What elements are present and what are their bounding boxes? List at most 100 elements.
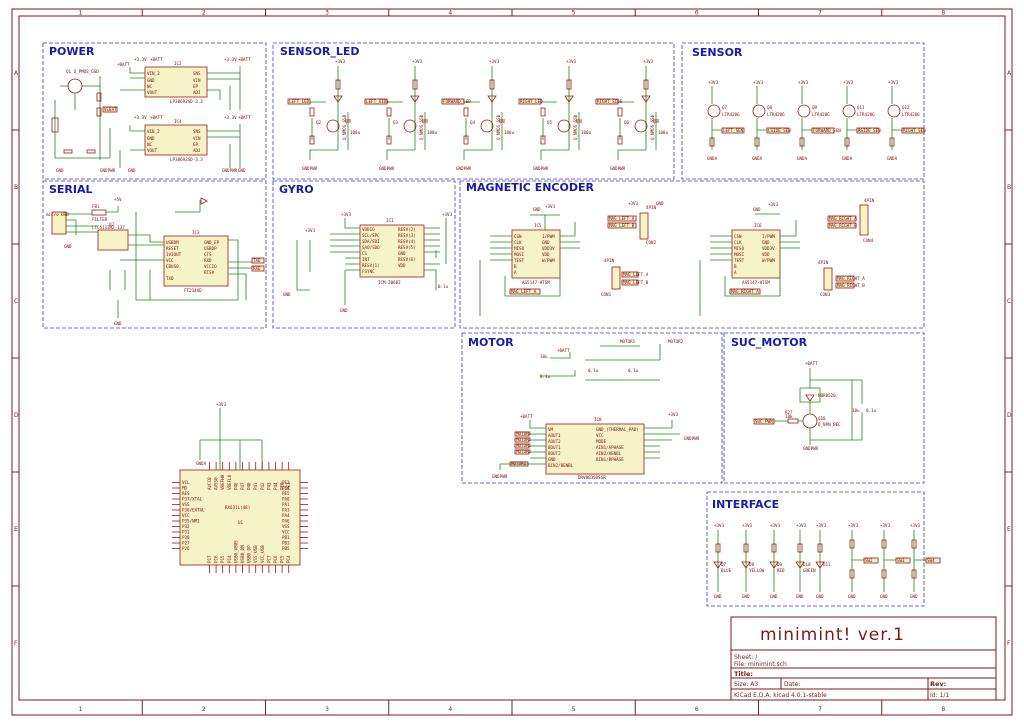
sensor-led-gnd: GNDPWR <box>456 166 472 171</box>
interface-title: INTERFACE <box>712 498 779 511</box>
sensor-part: LTR4206 <box>902 112 920 117</box>
ic2-part: LP38692SD-3.3 <box>170 99 203 104</box>
svg-text:+5V: +5V <box>114 197 122 202</box>
sensor-led-cap: 100u <box>427 130 438 135</box>
mag-pin-left: CLK <box>734 240 742 245</box>
iface-led-color: GREEN <box>803 568 816 573</box>
mag-pin-left: MOSI <box>734 252 745 257</box>
mcu-pin-bottom: PC4 <box>286 555 291 563</box>
svg-text:+3.3V: +3.3V <box>134 115 147 120</box>
mcu-pin-top: AVSS0 <box>214 477 219 490</box>
mag-pin-left: MISO <box>734 246 745 251</box>
fb1 <box>91 209 107 216</box>
mag-pin-left: B <box>514 264 517 269</box>
sensor-led-supply: +3V3 <box>335 59 346 64</box>
svg-text:+3V3: +3V3 <box>545 204 556 209</box>
con1 <box>611 266 621 290</box>
serial-circuit: micro USB FB1 FILTER +5V LTC5113MZ-137 U… <box>46 197 265 326</box>
svg-text:FT234XD: FT234XD <box>184 288 202 293</box>
id-label: Id: 1/1 <box>930 692 949 699</box>
con2 <box>639 212 649 240</box>
gyro-pin-left: RESV(1) <box>362 263 380 268</box>
ic1-body <box>359 224 425 278</box>
ic4-body <box>144 124 208 156</box>
ic2-body <box>144 66 208 98</box>
svg-text:SNS: SNS <box>193 129 201 134</box>
svg-text:+3V3: +3V3 <box>628 201 639 206</box>
sensor-led-gnd: GNDPWR <box>533 166 549 171</box>
mcu-pin-bottom: PC6 <box>273 555 278 563</box>
svg-text:CON1: CON1 <box>601 292 612 297</box>
suc-motor-box <box>723 332 925 484</box>
sensor-signal: FORWARD_SEN <box>813 128 841 133</box>
interface-circuit: D7BLUE+3V3GNDD8YELLOW+3V3GNDD9RED+3V3GND… <box>713 523 941 599</box>
svg-text:GNDA: GNDA <box>196 461 207 466</box>
sensor-circuit: LEFT_SEN+3V3Q7LTR4206GNDALSIDE_SEN+3V3Q8… <box>707 80 926 161</box>
col-tick-top: 6 <box>695 10 699 17</box>
mcu-pin-top: P43 <box>266 482 271 490</box>
row-tick-left: C <box>14 298 18 305</box>
svg-text:+3V3: +3V3 <box>668 412 679 417</box>
vlbat-label: VLBAT <box>104 107 117 112</box>
gyro-pin-left: SCL/SPC <box>362 233 380 238</box>
svg-text:MOTOR2: MOTOR2 <box>668 339 684 344</box>
sensor-signal: LSIDE_SEN <box>768 128 791 133</box>
mcu-pin-right: PA1 <box>282 502 290 507</box>
sensor-gnd: GNDA <box>887 156 898 161</box>
svg-text:AS5147-HTSM: AS5147-HTSM <box>522 280 550 285</box>
col-tick-top: 2 <box>202 10 206 17</box>
title-text: minimint! ver.1 <box>760 625 905 645</box>
svg-text:+3.3V: +3.3V <box>134 57 147 62</box>
mag-pin-right: I/PWM <box>762 234 775 239</box>
col-tick-top: 8 <box>941 10 945 17</box>
ic3-body <box>163 235 229 287</box>
mag-pin-left: TEST <box>514 258 525 263</box>
col-tick-bottom: 8 <box>941 706 945 713</box>
svg-text:IC3: IC3 <box>192 230 200 235</box>
battery-bt1 <box>51 117 59 133</box>
svg-text:U1: U1 <box>238 520 244 525</box>
motor-pin-right: BIN1/BPHASE <box>596 457 624 462</box>
iface-supply: +3V3 <box>796 523 807 528</box>
svg-text:IC8: IC8 <box>594 417 602 422</box>
iface-gnd: GND <box>816 594 824 599</box>
iface-sw-gnd: GND <box>880 594 888 599</box>
magnetic-encoder-circuit: IC5 AS5147-HTSM IC6 AS5147-HTSM CSNCLKMI… <box>479 198 875 316</box>
sensor-gnd: GNDA <box>752 156 763 161</box>
sensor-led-net: LEFT_LED <box>289 99 310 104</box>
power-box <box>42 42 267 180</box>
mcu-pin-right: PA4 <box>282 513 290 518</box>
col-tick-bottom: 2 <box>202 706 206 713</box>
mcu-pin-right: VSS <box>282 524 290 529</box>
svg-text:DRV8835DSSR: DRV8835DSSR <box>578 475 606 480</box>
sensor-led-tr: Q5 <box>547 120 553 125</box>
svg-text:GNDPWR: GNDPWR <box>684 436 700 441</box>
mag-pin-right: VDD3V <box>762 246 775 251</box>
mcu-pin-left: VSS <box>182 502 190 507</box>
magnetic-encoder-title: MAGNETIC ENCODER <box>466 181 594 194</box>
mcu-pin-bottom: USB0_DP <box>247 545 252 563</box>
mcu-pin-bottom: PC5 <box>280 555 285 563</box>
col-tick-bottom: 3 <box>325 706 329 713</box>
svg-text:+BATT: +BATT <box>805 361 818 366</box>
svg-text:MAG_LEFT_B: MAG_LEFT_B <box>623 280 649 285</box>
sensor-part: LTR4206 <box>722 112 740 117</box>
iface-led-color: YELLOW <box>749 568 765 573</box>
svg-text:10u: 10u <box>540 354 548 359</box>
svg-text:0.1u: 0.1u <box>866 408 877 413</box>
mag-pin-left: MISO <box>514 246 525 251</box>
svg-text:RX631L(48): RX631L(48) <box>225 505 250 510</box>
ic5-body <box>511 229 561 279</box>
iface-supply: +3V3 <box>714 523 725 528</box>
suc-motor-title: SUC_MOTOR <box>731 336 808 349</box>
motor-pin-left: GND <box>548 457 556 462</box>
sensor-part: LTR4206 <box>767 112 785 117</box>
sensor-led-part: Q_NMOS_GSD <box>342 114 347 140</box>
iface-supply: +3V3 <box>816 523 827 528</box>
file-label: File: minimint.sch <box>734 661 787 668</box>
svg-text:RXD: RXD <box>204 258 212 263</box>
iface-sw-gnd: GND <box>910 594 918 599</box>
sensor-led-net: RIGHT_LED <box>520 99 543 104</box>
svg-text:GND: GND <box>238 168 246 173</box>
